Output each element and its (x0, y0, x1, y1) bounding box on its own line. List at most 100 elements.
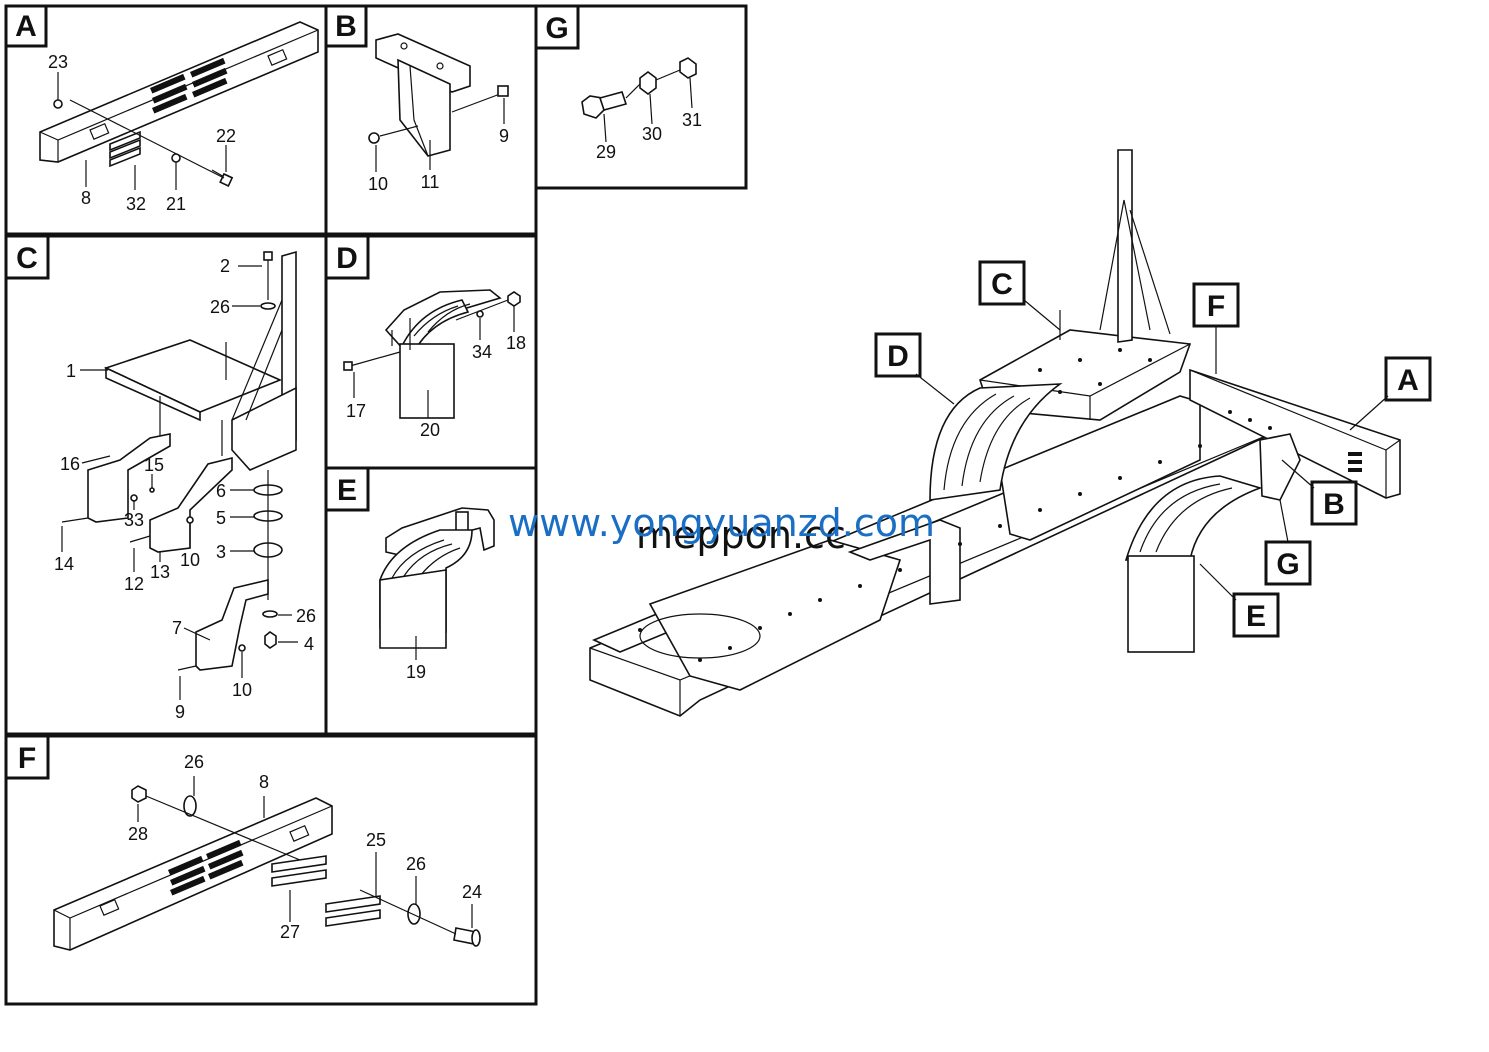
overview-label-e: E (1199, 563, 1280, 638)
callout: 12 (124, 574, 144, 594)
callout: 10 (180, 550, 200, 570)
callout: 29 (596, 142, 616, 162)
nut (264, 631, 277, 649)
hex-bolt (581, 91, 628, 119)
watermark-primary: www.yongyuanzd.com (508, 501, 935, 545)
callout: 26 (296, 606, 316, 626)
callout: 34 (472, 342, 492, 362)
callout: 13 (150, 562, 170, 582)
panel-f-label: F (18, 742, 36, 775)
panel-a: A (4, 4, 328, 236)
chassis-overview: C F D A B G E (589, 149, 1432, 717)
hex-nut (639, 71, 657, 95)
panel-e: E 19 (324, 466, 538, 736)
callout: 27 (280, 922, 300, 942)
bolt-head (263, 251, 273, 261)
callout: 8 (81, 188, 91, 208)
washer (183, 795, 197, 817)
callout: 7 (172, 618, 182, 638)
washer (260, 302, 276, 310)
callout: 32 (126, 194, 146, 214)
panel-b: B 9 10 11 (324, 4, 538, 236)
svg-text:C: C (991, 268, 1013, 301)
overview-label-d: D (874, 332, 955, 405)
callout: 8 (259, 772, 269, 792)
svg-text:D: D (887, 340, 909, 373)
callout: 10 (368, 174, 388, 194)
panel-d: D 34 18 17 20 (324, 234, 538, 470)
callout: 25 (366, 830, 386, 850)
bracket-right (149, 456, 233, 553)
overview-label-c: C (978, 260, 1061, 331)
overview-label-g: G (1264, 499, 1312, 586)
panel-a-label: A (15, 10, 37, 43)
callout: 10 (232, 680, 252, 700)
callout: 20 (420, 420, 440, 440)
shim-plates (271, 855, 381, 927)
bracket (375, 33, 471, 157)
washer (262, 610, 278, 618)
panel-d-label: D (336, 242, 358, 275)
callout: 15 (144, 455, 164, 475)
callout: 16 (60, 454, 80, 474)
callout: 3 (216, 542, 226, 562)
callout: 2 (220, 256, 230, 276)
svg-text:B: B (1323, 488, 1345, 521)
callout: 33 (124, 510, 144, 530)
panel-c-label: C (16, 242, 38, 275)
nut (131, 785, 147, 803)
callout: 9 (175, 702, 185, 722)
callout: 26 (406, 854, 426, 874)
callout: 4 (304, 634, 314, 654)
nut (368, 132, 380, 144)
callout: 11 (421, 172, 440, 192)
shim-plates (109, 130, 141, 168)
callout: 14 (54, 554, 74, 574)
overview-label-a: A (1349, 356, 1432, 431)
washer (407, 903, 421, 925)
callout: 28 (128, 824, 148, 844)
callout: 30 (642, 124, 662, 144)
nut (53, 99, 63, 109)
callout: 5 (216, 508, 226, 528)
panel-g-label: G (545, 12, 568, 45)
bolt (453, 927, 481, 947)
callout: 19 (406, 662, 426, 682)
bolt (211, 169, 234, 188)
svg-text:F: F (1207, 290, 1225, 323)
hex-nut (679, 57, 697, 79)
callout: 18 (506, 333, 526, 353)
bumper-beam (53, 797, 333, 951)
callout: 9 (499, 126, 509, 146)
watermark-secondary: meppon.cc (636, 513, 846, 557)
callout: 26 (184, 752, 204, 772)
panel-e-label: E (337, 474, 357, 507)
callout: 26 (210, 297, 230, 317)
overview-label-b: B (1281, 459, 1358, 526)
panel-g: G 29 30 31 (534, 4, 748, 190)
callout: 24 (462, 882, 482, 902)
callout: 22 (216, 126, 236, 146)
rear-mudguard (379, 507, 495, 649)
platform (103, 250, 297, 471)
bolt (451, 85, 509, 113)
bracket-lower (195, 578, 269, 671)
overview-label-f: F (1192, 282, 1240, 374)
callout: 17 (346, 401, 366, 421)
callout: 23 (48, 52, 68, 72)
bumper-beam (39, 21, 319, 163)
callout: 1 (66, 361, 76, 381)
panel-f: F (4, 734, 538, 1006)
callout: 6 (216, 481, 226, 501)
bracket-left (87, 433, 171, 523)
callout: 31 (682, 110, 702, 130)
svg-text:A: A (1397, 364, 1419, 397)
panel-c: C (4, 234, 328, 736)
mudguard-assembly (384, 289, 502, 419)
svg-text:G: G (1276, 548, 1299, 581)
nut (507, 291, 521, 307)
svg-text:E: E (1246, 600, 1266, 633)
callout: 21 (166, 194, 186, 214)
panel-b-label: B (335, 10, 357, 43)
